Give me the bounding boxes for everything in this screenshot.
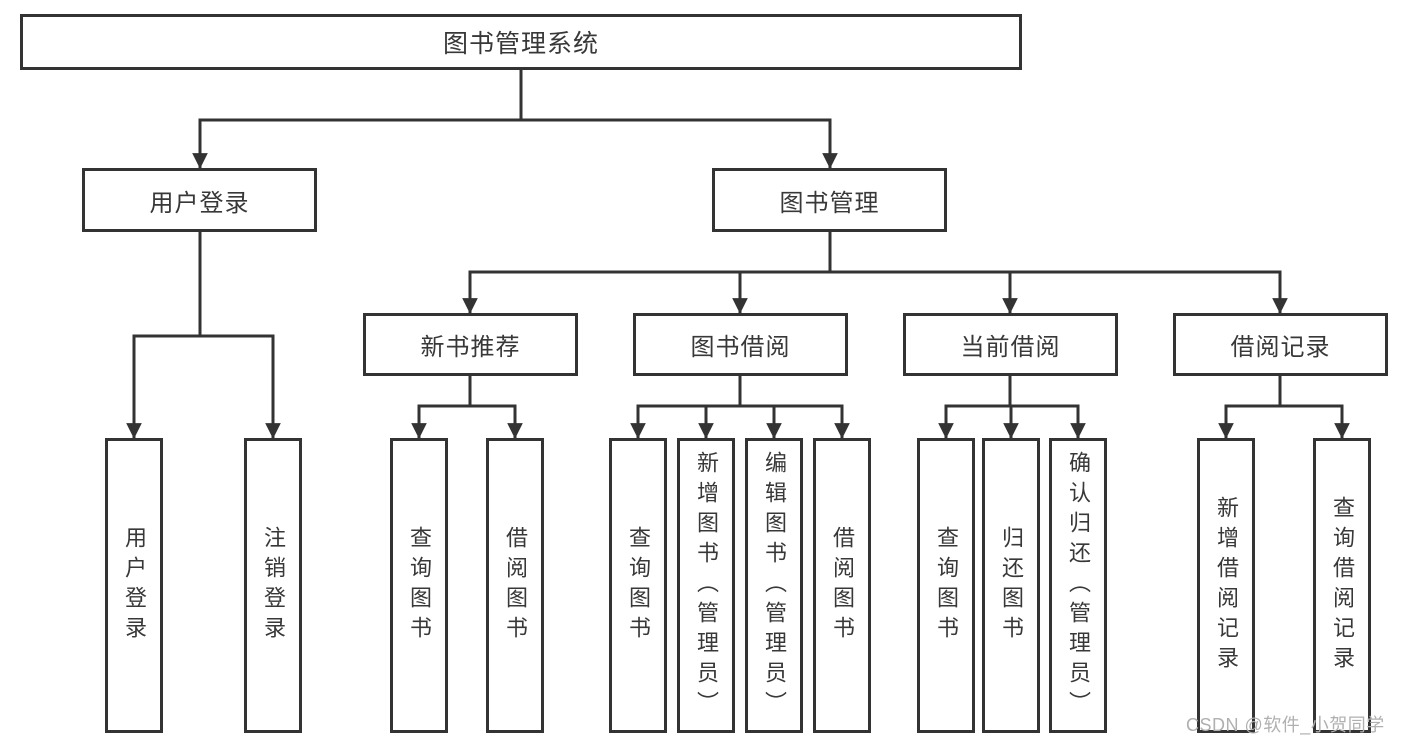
leaf-query-borrow-record: 查询借阅记录 [1313,438,1371,733]
leaf-add-book-admin: 新增图书（管理员） [677,438,735,733]
watermark: CSDN @软件_小贺同学 [1186,715,1385,735]
leaf-edit-book-admin: 编辑图书（管理员） [745,438,803,733]
leaf-query-books-current: 查询图书 [917,438,975,733]
leaf-query-books-recommend: 查询图书 [390,438,448,733]
leaf-query-books-borrow: 查询图书 [609,438,667,733]
node-new-book-recommend: 新书推荐 [363,313,578,376]
node-book-management: 图书管理 [712,168,947,232]
node-root-library-system: 图书管理系统 [20,14,1022,70]
node-book-borrow: 图书借阅 [633,313,848,376]
node-borrow-records: 借阅记录 [1173,313,1388,376]
node-current-borrow: 当前借阅 [903,313,1118,376]
leaf-borrow-books-recommend: 借阅图书 [486,438,544,733]
leaf-borrow-books-borrow: 借阅图书 [813,438,871,733]
leaf-confirm-return-admin: 确认归还（管理员） [1049,438,1107,733]
leaf-return-books: 归还图书 [982,438,1040,733]
leaf-logout: 注销登录 [244,438,302,733]
leaf-user-login: 用户登录 [105,438,163,733]
node-user-login-group: 用户登录 [82,168,317,232]
leaf-add-borrow-record: 新增借阅记录 [1197,438,1255,733]
